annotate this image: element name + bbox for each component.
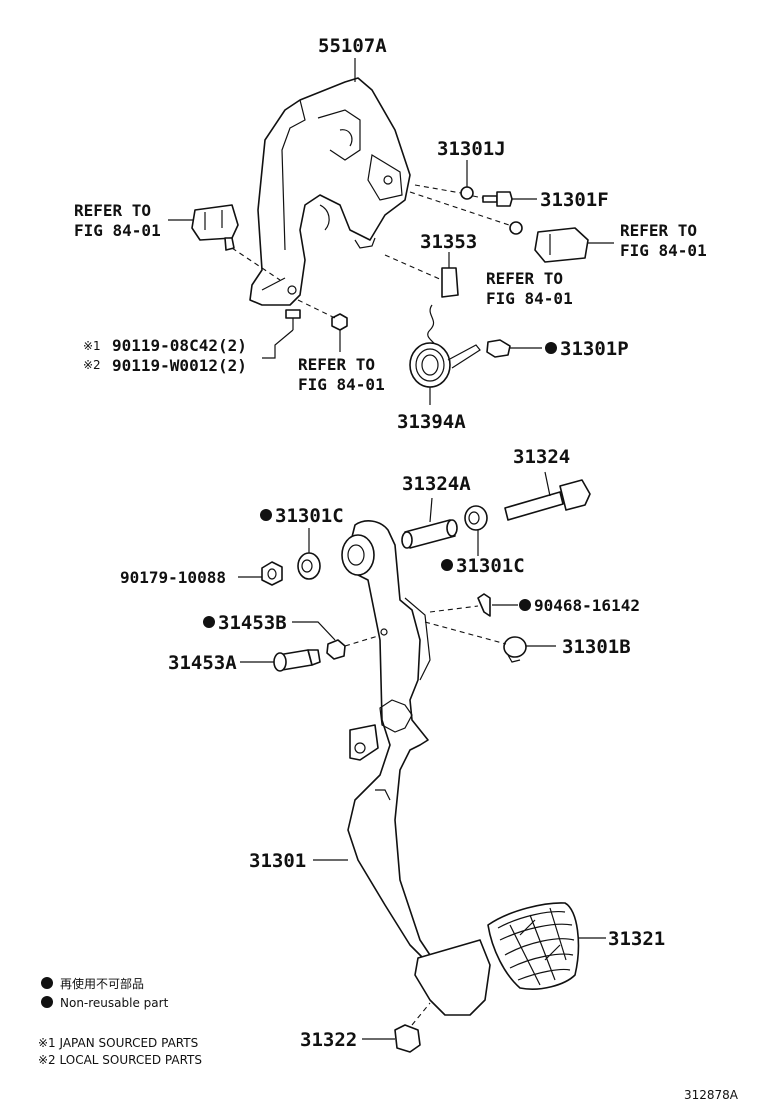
label-31321: 31321 [608, 928, 665, 950]
legend-non-reusable-jp: 再使用不可部品 [60, 976, 144, 991]
collar-31324A [401, 497, 458, 549]
stopper-31322 [362, 1002, 431, 1053]
label-31453B: 31453B [218, 612, 287, 634]
label-bolt-local: 90119-W0012(2) [112, 356, 247, 375]
label-31394A: 31394A [397, 411, 466, 433]
clip-31301P [486, 339, 542, 358]
label-90468: 90468-16142 [534, 596, 640, 615]
bolt-90119 [262, 299, 348, 359]
legend: 再使用不可部品 Non-reusable part ※1 JAPAN SOURC… [38, 976, 202, 1067]
label-31453A: 31453A [168, 652, 237, 674]
legend-japan-sourced: ※1 JAPAN SOURCED PARTS [38, 1036, 198, 1050]
nut-31301J [414, 160, 474, 200]
clip-90468 [429, 593, 518, 617]
legend-local-sourced: ※2 LOCAL SOURCED PARTS [38, 1053, 202, 1067]
legend-non-reusable-en: Non-reusable part [60, 996, 169, 1010]
spring-31394A [409, 304, 481, 405]
ref-mid-line2: FIG 84-01 [486, 289, 573, 308]
label-31301B: 31301B [562, 636, 631, 658]
bushing-31301C-right [464, 505, 488, 556]
label-31301P: 31301P [560, 338, 629, 360]
label-31301C-top: 31301C [275, 505, 344, 527]
non-reusable-dot-31301C-top [260, 509, 272, 521]
label-55107A: 55107A [318, 35, 387, 57]
switch-left [168, 204, 281, 281]
legend-dot-jp [41, 977, 53, 989]
ref-left-line1: REFER TO [74, 201, 151, 220]
non-reusable-dot-31301C-bottom [441, 559, 453, 571]
label-31324A: 31324A [402, 473, 471, 495]
bolt-31324 [504, 471, 591, 521]
ref-right-line2: FIG 84-01 [620, 241, 707, 260]
pedal-pad-31322 [414, 939, 491, 1016]
bushing-31301C-left [297, 528, 321, 580]
ref-left-line2: FIG 84-01 [74, 221, 161, 240]
ref-bottom-line2: FIG 84-01 [298, 375, 385, 394]
cushion-31353 [384, 252, 459, 298]
label-31301J: 31301J [437, 138, 506, 160]
mark-local: ※2 [83, 358, 101, 372]
label-31353: 31353 [420, 231, 477, 253]
ref-bottom-line1: REFER TO [298, 355, 375, 374]
figure-id: 312878A [684, 1088, 739, 1102]
bolt-31301F [472, 191, 537, 207]
mark-japan: ※1 [83, 339, 101, 353]
pedal-pad-cover-31321 [487, 902, 606, 990]
label-bolt-japan: 90119-08C42(2) [112, 336, 247, 355]
label-31301: 31301 [249, 850, 306, 872]
non-reusable-dot-90468 [519, 599, 531, 611]
label-31324: 31324 [513, 446, 570, 468]
non-reusable-dot-31301P [545, 342, 557, 354]
ref-right-line1: REFER TO [620, 221, 697, 240]
label-31322: 31322 [300, 1029, 357, 1051]
non-reusable-dot-31453B [203, 616, 215, 628]
bushing-31453B [292, 621, 379, 660]
nut-90179 [238, 561, 283, 586]
pedal-arm-31301 [313, 520, 431, 961]
bushing-31301B [424, 621, 556, 663]
ref-mid-line1: REFER TO [486, 269, 563, 288]
legend-dot-en [41, 996, 53, 1008]
pin-31453A [240, 649, 321, 672]
label-31301F: 31301F [540, 189, 609, 211]
switch-right [409, 191, 614, 263]
label-31301C-bottom: 31301C [456, 555, 525, 577]
label-90179: 90179-10088 [120, 568, 226, 587]
pedal-bracket-55107A [249, 58, 411, 306]
